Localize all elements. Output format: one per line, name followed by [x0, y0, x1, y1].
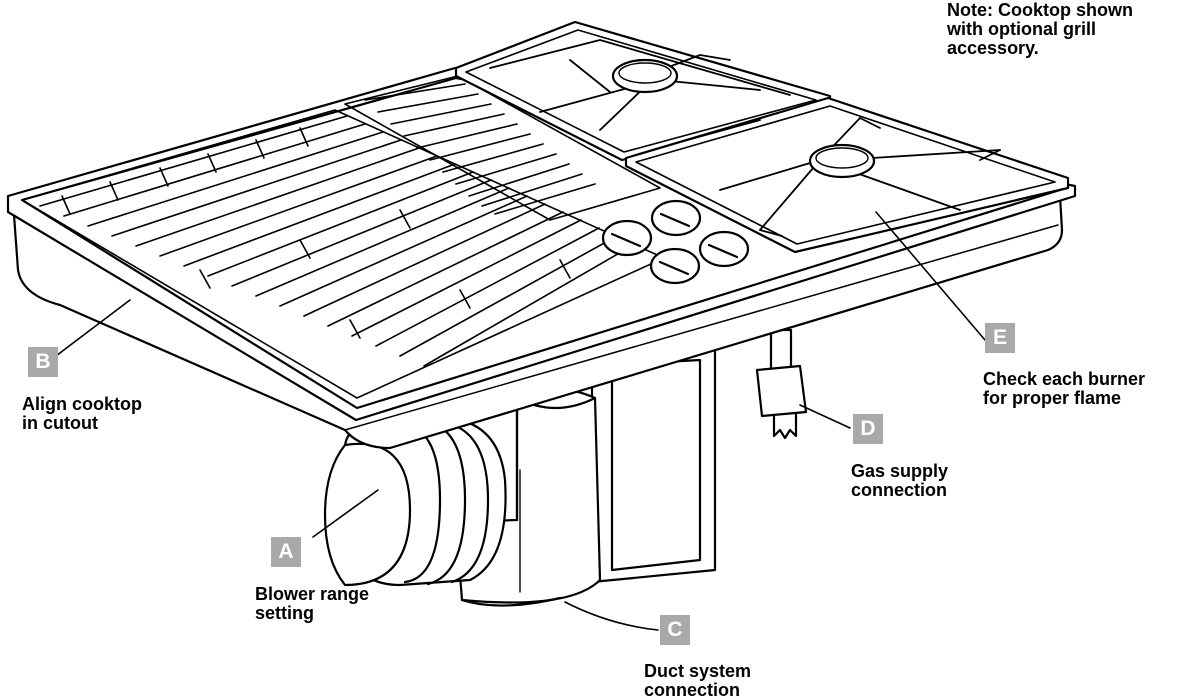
callout-badge-d: D	[853, 414, 883, 444]
leader-line-e	[875, 211, 986, 341]
leader-line-b	[47, 299, 131, 363]
callout-label-d: Gas supply connection	[851, 461, 949, 500]
leader-lines	[47, 211, 986, 631]
leader-line-c	[564, 601, 659, 631]
leader-line-a	[312, 489, 379, 538]
callout-badge-a: A	[271, 537, 301, 567]
callout-label-c: Duct system connection	[644, 661, 752, 700]
gas-supply-pipe	[755, 328, 808, 440]
callout-label-a: Blower range setting	[255, 584, 370, 623]
control-knobs	[601, 199, 750, 285]
callout-badge-b: B	[28, 347, 58, 377]
front-burner	[624, 96, 1070, 254]
leader-line-d	[799, 404, 851, 429]
callout-badge-c: C	[660, 615, 690, 645]
illustration-note: Note: Cooktop shown with optional grill …	[947, 0, 1133, 58]
downdraft-vent	[344, 75, 661, 221]
cooktop	[6, 20, 1077, 450]
callout-badge-e: E	[985, 323, 1015, 353]
callout-label-e: Check each burner for proper flame	[983, 369, 1146, 408]
callout-label-b: Align cooktop in cutout	[22, 394, 142, 433]
